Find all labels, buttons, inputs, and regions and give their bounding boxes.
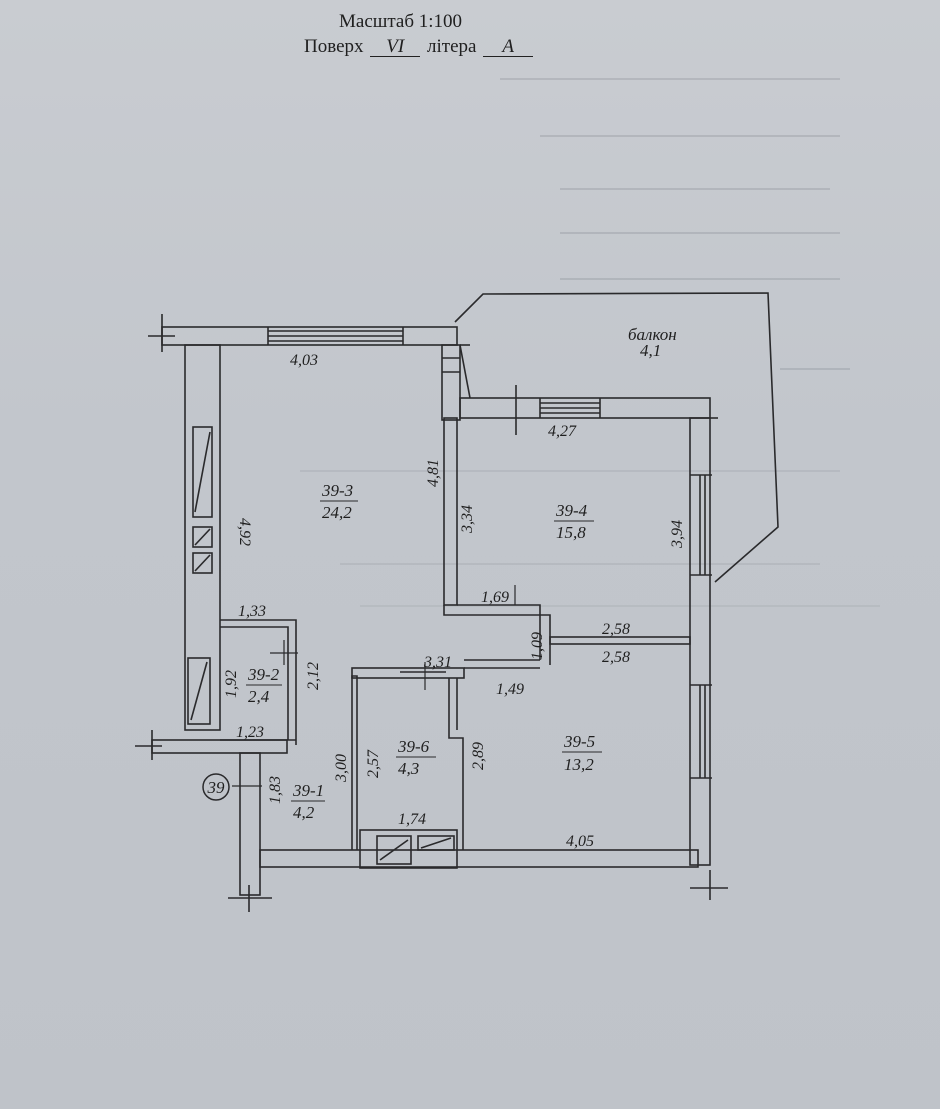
dim-2-58-top: 2,58 [602, 621, 630, 638]
dim-2-58-bottom: 2,58 [602, 649, 630, 666]
room-39-4-id: 39-4 [555, 501, 588, 520]
bath-wall [351, 675, 358, 850]
wall-partition-34 [443, 417, 458, 606]
floor-value: VI [370, 37, 421, 57]
shaft [192, 426, 213, 518]
ghost-line [560, 278, 840, 280]
wall-top-right [459, 397, 711, 419]
dim-1-83: 1,83 [267, 776, 284, 804]
scale-text: Масштаб 1:100 [339, 11, 463, 32]
dim-1-33: 1,33 [238, 603, 266, 620]
ghost-line [780, 368, 850, 370]
fixture [417, 835, 455, 851]
room-39-5-id: 39-5 [563, 732, 595, 751]
dim-4-03: 4,03 [290, 352, 318, 369]
window-top-left [267, 327, 404, 345]
dim-1-49: 1,49 [496, 681, 524, 698]
room-39-3-area: 24,2 [322, 503, 352, 522]
dim-2-12: 2,12 [305, 662, 322, 690]
wall-bath-top [351, 667, 465, 679]
ghost-line [540, 135, 840, 137]
wall-entry-top [151, 739, 288, 754]
scale-title: Масштаб 1:100 [339, 11, 462, 33]
floor-line: Поверх VI літера А [304, 36, 535, 58]
dim-4-81: 4,81 [425, 459, 442, 487]
ghost-line [560, 188, 830, 190]
room-39-2-id: 39-2 [247, 665, 280, 684]
ghost-line [560, 232, 840, 234]
dim-1-09: 1,09 [529, 632, 546, 660]
wall-left [184, 344, 221, 731]
letter-label: літера [427, 36, 477, 57]
shaft [187, 657, 211, 725]
room-39-2-area: 2,4 [248, 687, 270, 706]
window-top-right [539, 398, 601, 418]
wall-step [441, 344, 461, 421]
dim-1-74: 1,74 [398, 811, 426, 828]
window-right-upper [690, 474, 712, 576]
dim-1-92: 1,92 [223, 670, 240, 698]
fixture [376, 835, 412, 865]
dim-3-00: 3,00 [333, 754, 350, 783]
ghost-line [360, 605, 880, 607]
room-39-5-area: 13,2 [564, 755, 594, 774]
ghost-line [500, 78, 840, 80]
wall-entry-left [239, 752, 261, 896]
bath-fixture-block [359, 829, 458, 869]
dim-2-89: 2,89 [470, 742, 487, 770]
balcony-label: балкон [628, 325, 677, 344]
dim-2-57: 2,57 [365, 749, 382, 778]
dim-3-34: 3,34 [459, 505, 476, 534]
room-39-1-area: 4,2 [293, 803, 315, 822]
room-39-3-id: 39-3 [321, 481, 353, 500]
dim-4-05: 4,05 [566, 833, 594, 850]
ghost-line [340, 563, 820, 565]
room-39-1-id: 39-1 [292, 781, 324, 800]
balcony-outline [454, 292, 779, 583]
shaft [192, 526, 213, 548]
dim-3-94: 3,94 [669, 520, 686, 549]
dim-3-31: 3,31 [423, 654, 452, 671]
room-39-6-area: 4,3 [398, 759, 419, 778]
window-right-lower [690, 684, 712, 779]
ghost-line [300, 470, 840, 472]
dim-4-27: 4,27 [548, 423, 577, 440]
dim-4-92: 4,92 [236, 518, 253, 546]
wall-bottom [259, 849, 699, 868]
balcony-area: 4,1 [640, 341, 661, 360]
room-39-4-area: 15,8 [556, 523, 586, 542]
floor-label: Поверх [304, 36, 364, 57]
letter-value: А [483, 37, 534, 57]
dim-1-69: 1,69 [481, 589, 509, 606]
storage-outline [220, 619, 297, 745]
room-39-6-id: 39-6 [397, 737, 430, 756]
dim-1-23: 1,23 [236, 724, 264, 741]
apartment-number-circle [202, 773, 230, 801]
shaft [192, 552, 213, 574]
wall-partition-45 [549, 636, 691, 645]
apartment-number: 39 [207, 778, 226, 797]
